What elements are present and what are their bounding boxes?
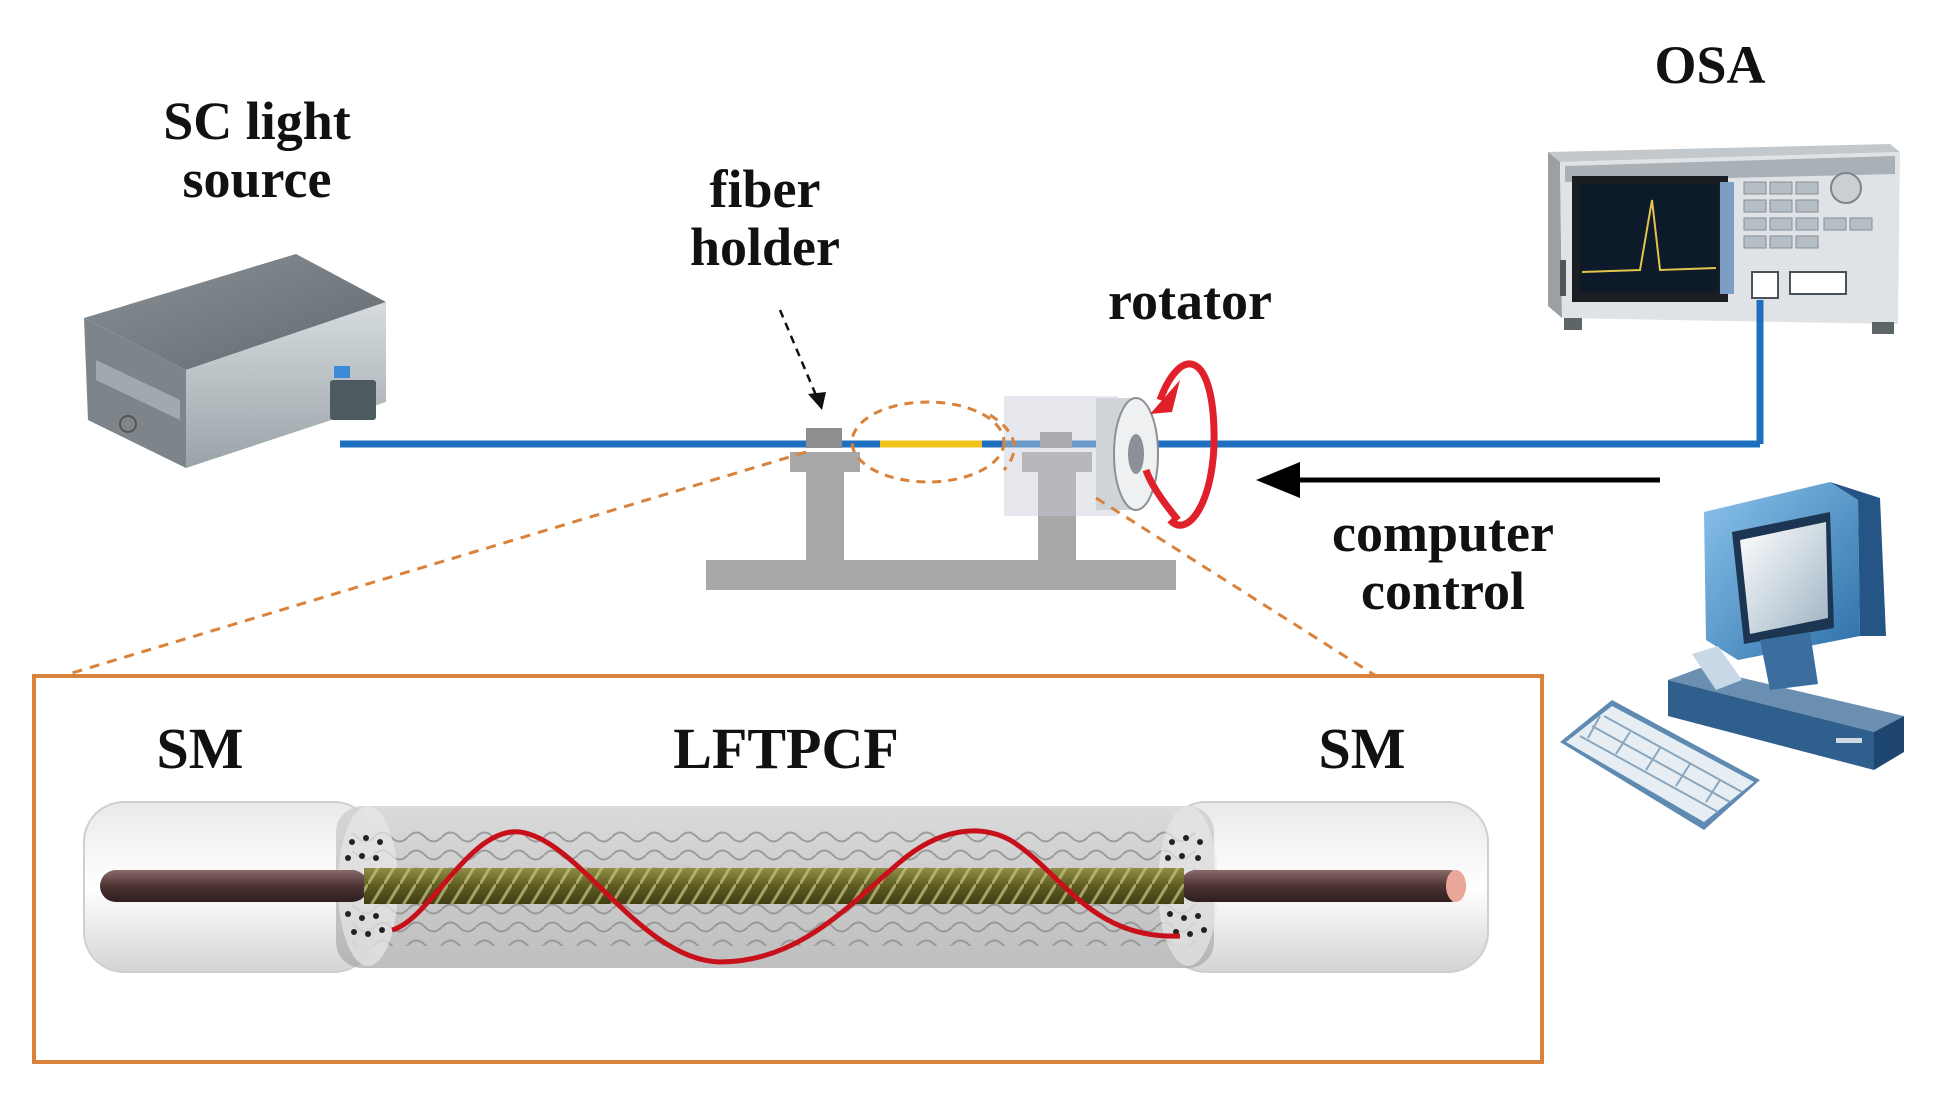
lftpcf-label: LFTPCF [673, 716, 899, 781]
callout-line-right [1095, 496, 1377, 678]
callout-line-left [61, 450, 807, 678]
sc-light-source-icon [84, 254, 386, 468]
highlight-ellipse [850, 400, 1006, 484]
sm-right-label: SM [1318, 716, 1406, 781]
computer-control-arrowhead [1256, 462, 1300, 498]
helical-light-path [391, 828, 1181, 965]
sm-left-label: SM [156, 716, 244, 781]
sm-core-rod-left [100, 870, 368, 902]
desktop-computer-icon [1668, 482, 1904, 770]
sm-core-rod-right [1180, 870, 1466, 902]
rotator-icon [1096, 397, 1159, 511]
highlight-ellipse-edge [989, 413, 1016, 471]
osa-instrument-icon [1548, 144, 1900, 334]
osa-label: OSA [1654, 35, 1766, 95]
keyboard-icon [1560, 700, 1760, 830]
fiber-holder-label: fiber holder [689, 159, 840, 278]
twisted-core [364, 868, 1184, 904]
rotation-arrowhead [1150, 380, 1180, 414]
fiber-holder-icon [706, 396, 1176, 590]
rotation-arrow [1142, 360, 1218, 529]
sc-light-source-label: SC light source [163, 91, 351, 210]
fiber-holder-pointer-head [808, 392, 826, 410]
computer-control-label: computer control [1332, 503, 1554, 622]
rotator-label: rotator [1108, 271, 1272, 331]
fiber-holder-pointer [778, 309, 820, 401]
